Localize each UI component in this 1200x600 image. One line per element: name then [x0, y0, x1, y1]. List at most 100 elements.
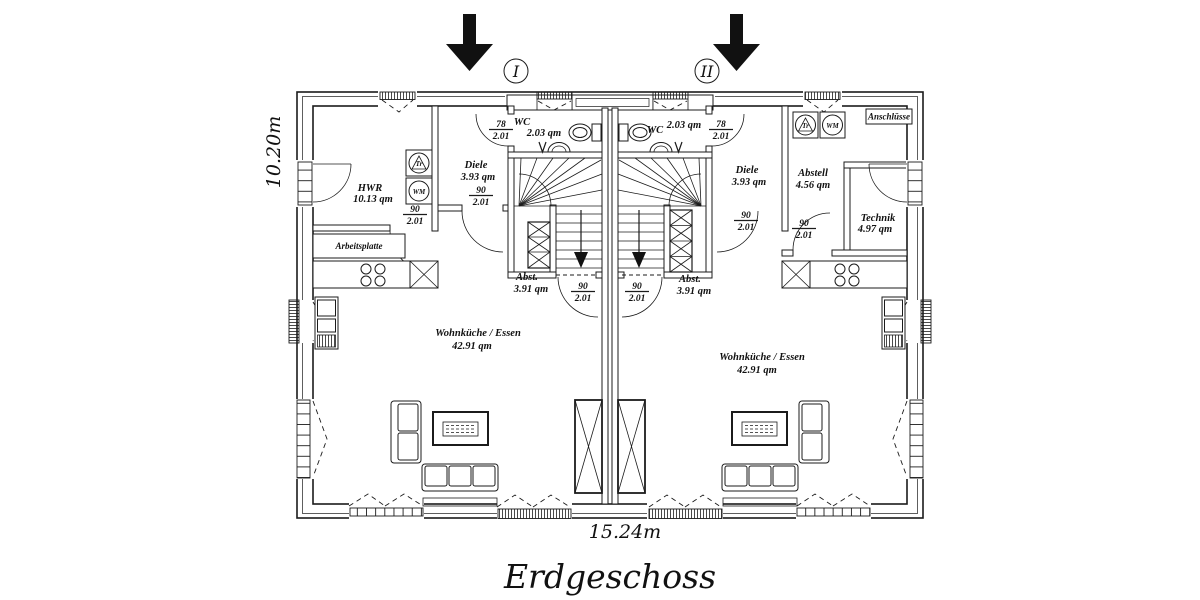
- dryer-icon: [797, 117, 814, 132]
- stove-burner: [848, 275, 860, 287]
- terrace-ledges: [422, 497, 798, 507]
- washer-icon: [822, 114, 843, 136]
- shaft-unit1: [527, 221, 551, 269]
- room-label-abst-1: Abst.: [515, 272, 538, 283]
- stove-burner: [360, 263, 372, 275]
- dryer-icon: [411, 155, 427, 170]
- shaft-unit2: [669, 209, 693, 273]
- side-door-hwr: [296, 160, 352, 207]
- svg-text:90: 90: [741, 211, 751, 221]
- room-label-wc-1: WC: [514, 117, 531, 128]
- window-top-left: [378, 91, 417, 113]
- party-wall: [601, 107, 619, 505]
- anschluesse-box: [865, 108, 913, 125]
- room-area-diele-2: 3.93 qm: [731, 177, 766, 188]
- kitchen-unit2: [781, 260, 908, 350]
- wc-fixtures-unit2: [618, 123, 683, 154]
- room-area-abstell: 4.56 qm: [795, 180, 830, 191]
- svg-text:90: 90: [632, 282, 642, 292]
- toilet-tank: [618, 123, 629, 142]
- svg-text:2.01: 2.01: [737, 223, 755, 233]
- window-bottom-1: [348, 493, 424, 519]
- interior-doors: [389, 113, 831, 318]
- side-door-technik: [868, 160, 924, 207]
- svg-text:90: 90: [410, 205, 420, 215]
- toilet-tank: [591, 123, 602, 142]
- appliances-unit1: Tr WM: [405, 149, 433, 205]
- anschluesse-label: Anschlüsse: [867, 112, 910, 122]
- door-tag-wc-2: 78 2.01: [709, 120, 733, 142]
- svg-text:2.01: 2.01: [406, 217, 424, 227]
- coffee-table: [731, 411, 788, 446]
- furniture-unit2: [721, 400, 830, 492]
- unit2-interior-walls: [617, 105, 908, 279]
- room-label-wohnkueche-2: Wohnküche / Essen: [719, 352, 805, 363]
- door-tag-diele-2: 90 2.01: [734, 211, 758, 233]
- valve-symbol: [674, 141, 683, 154]
- svg-text:78: 78: [496, 120, 506, 130]
- dimension-width: 15.24m: [589, 521, 661, 543]
- window-tall-right: [892, 399, 924, 479]
- chimney-blocks: [574, 399, 646, 494]
- stove-burner: [848, 263, 860, 275]
- svg-text:90: 90: [799, 219, 809, 229]
- wc-fixtures-unit1: [538, 123, 602, 154]
- room-area-wohnkueche-2: 42.91 qm: [736, 365, 777, 376]
- stairs-unit1: [514, 157, 603, 269]
- worktop-unit1: [312, 233, 406, 259]
- door-tag-stairs-2: 90 2.01: [625, 282, 649, 304]
- entrance-arrow-unit1: [446, 14, 493, 71]
- dryer-label: Tr: [416, 160, 423, 168]
- door-tag-hwr: 90 2.01: [403, 205, 427, 227]
- door-tag-wc-1: 78 2.01: [489, 120, 513, 142]
- room-area-abst-1: 3.91 qm: [513, 284, 548, 295]
- stairs-unit2: [617, 157, 706, 269]
- svg-text:78: 78: [716, 120, 726, 130]
- room-label-diele-1: Diele: [464, 160, 488, 171]
- room-area-hwr: 10.13 qm: [353, 194, 393, 205]
- room-label-abstell: Abstell: [797, 168, 828, 179]
- svg-text:90: 90: [476, 186, 486, 196]
- room-area-wc-2: 2.03 qm: [666, 120, 701, 131]
- entrance-arrow-unit2: [713, 14, 760, 71]
- coffee-table: [432, 411, 489, 446]
- svg-text:2.01: 2.01: [492, 132, 510, 142]
- stove-burner: [834, 263, 846, 275]
- stove-burner: [374, 263, 386, 275]
- svg-text:2.01: 2.01: [712, 132, 730, 142]
- svg-text:2.01: 2.01: [574, 294, 592, 304]
- valve-symbol: [538, 141, 547, 154]
- window-bottom-3: [647, 494, 723, 519]
- svg-text:I: I: [512, 62, 520, 81]
- sink-icon: [649, 142, 673, 153]
- appliances-unit2: Tr WM: [792, 111, 846, 139]
- room-area-diele-1: 3.93 qm: [460, 172, 495, 183]
- furniture-unit1: [390, 400, 499, 492]
- room-label-hwr: HWR: [357, 183, 383, 194]
- room-label-wc-2: WC: [647, 125, 664, 136]
- washer-icon: [408, 180, 430, 202]
- stove-burner: [360, 275, 372, 287]
- stove-burner: [374, 275, 386, 287]
- sink-icon: [547, 142, 571, 153]
- room-area-abst-2: 3.91 qm: [676, 286, 711, 297]
- window-tall-left: [296, 399, 328, 479]
- window-bottom-4: [796, 493, 871, 519]
- unit2-marker: II: [694, 58, 720, 84]
- unit1-marker: I: [503, 58, 529, 84]
- washer-label: WM: [413, 188, 426, 196]
- front-door-unit2: [652, 91, 689, 111]
- dryer-label: Tr: [802, 122, 809, 130]
- door-tag-abstell: 90 2.01: [792, 219, 816, 241]
- room-label-abst-2: Abst.: [678, 274, 701, 285]
- svg-text:2.01: 2.01: [628, 294, 646, 304]
- front-door-unit1: [536, 91, 573, 111]
- stove-burner: [834, 275, 846, 287]
- unit1-interior-walls: [312, 105, 603, 279]
- dimension-height: 10.20m: [263, 116, 285, 188]
- svg-text:90: 90: [578, 282, 588, 292]
- worktop-label: Arbeitsplatte: [335, 241, 383, 251]
- washer-label: WM: [826, 122, 839, 130]
